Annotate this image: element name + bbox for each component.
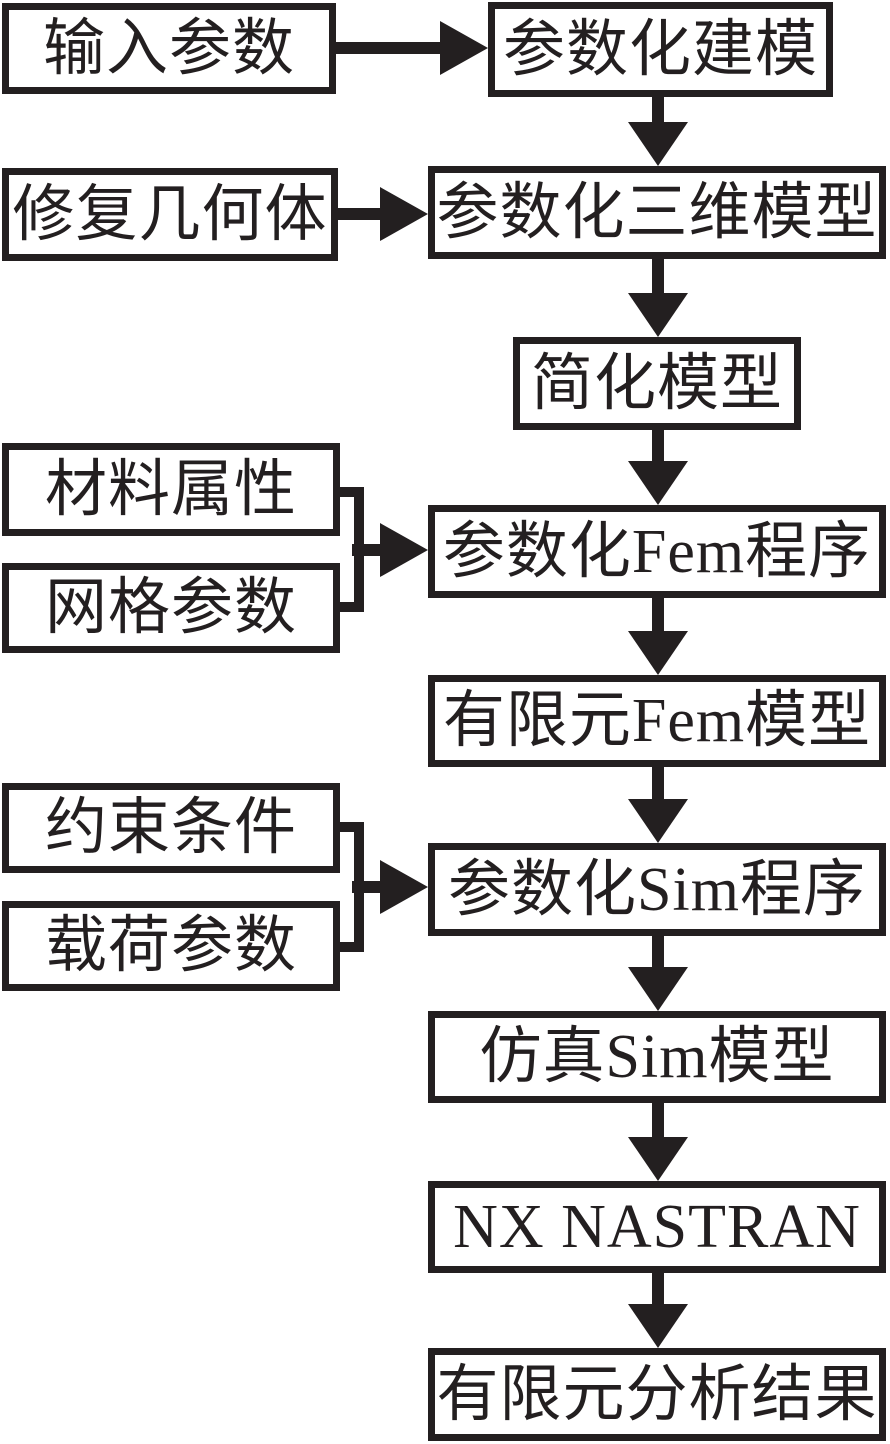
arrow-shaft [652, 934, 664, 971]
node-simplified-model-label: 简化模型 [530, 349, 783, 418]
node-load-params: 载荷参数 [2, 901, 340, 991]
node-fem-model: 有限元Fem模型 [428, 675, 886, 767]
arrow-right-icon [380, 860, 428, 914]
arrow-shaft [652, 428, 664, 465]
node-fem-results: 有限元分析结果 [428, 1348, 886, 1441]
arrow-down-icon [628, 799, 688, 843]
node-param-fem-program: 参数化Fem程序 [428, 505, 886, 598]
arrow-right-icon [440, 21, 488, 75]
node-param-sim-program: 参数化Sim程序 [428, 843, 886, 936]
node-param-fem-program-label: 参数化Fem程序 [442, 517, 872, 586]
node-input-params-label: 输入参数 [42, 14, 295, 83]
arrow-down-icon [628, 293, 688, 337]
node-repair-geometry-label: 修复几何体 [12, 180, 328, 249]
arrow-right-icon [380, 187, 428, 241]
arrow-right-icon [380, 523, 428, 577]
node-load-params-label: 载荷参数 [44, 912, 297, 980]
arrow-shaft [652, 1271, 664, 1308]
node-param-3d-model-label: 参数化三维模型 [436, 178, 878, 247]
arrow-down-icon [628, 631, 688, 675]
node-param-3d-model: 参数化三维模型 [428, 166, 886, 259]
node-input-params: 输入参数 [2, 3, 336, 94]
arrow-shaft [652, 257, 664, 297]
node-fem-results-label: 有限元分析结果 [436, 1360, 878, 1429]
node-nx-nastran: NX NASTRAN [428, 1181, 886, 1273]
arrow-shaft [352, 881, 386, 893]
node-simplified-model: 简化模型 [513, 337, 801, 430]
arrow-down-icon [628, 1304, 688, 1348]
arrow-shaft [334, 42, 444, 54]
node-sim-model: 仿真Sim模型 [428, 1011, 886, 1103]
arrow-shaft [352, 544, 386, 556]
node-fem-model-label: 有限元Fem模型 [442, 687, 872, 755]
arrow-shaft [652, 1101, 664, 1141]
arrow-down-icon [628, 967, 688, 1011]
node-param-modeling-label: 参数化建模 [502, 15, 818, 84]
node-constraints-label: 约束条件 [44, 794, 297, 862]
node-mesh-params-label: 网格参数 [44, 574, 297, 642]
arrow-shaft [336, 208, 384, 220]
node-param-modeling: 参数化建模 [488, 2, 833, 97]
arrow-shaft [652, 95, 664, 126]
node-nx-nastran-label: NX NASTRAN [453, 1193, 861, 1261]
node-material-props: 材料属性 [2, 443, 340, 536]
node-repair-geometry: 修复几何体 [2, 168, 338, 261]
node-sim-model-label: 仿真Sim模型 [479, 1023, 835, 1091]
arrow-shaft [652, 596, 664, 635]
arrow-down-icon [628, 461, 688, 505]
arrow-shaft [652, 765, 664, 803]
node-constraints: 约束条件 [2, 783, 340, 873]
node-mesh-params: 网格参数 [2, 563, 340, 653]
node-param-sim-program-label: 参数化Sim程序 [448, 855, 866, 924]
arrow-down-icon [628, 122, 688, 166]
node-material-props-label: 材料属性 [44, 455, 297, 524]
arrow-down-icon [628, 1137, 688, 1181]
